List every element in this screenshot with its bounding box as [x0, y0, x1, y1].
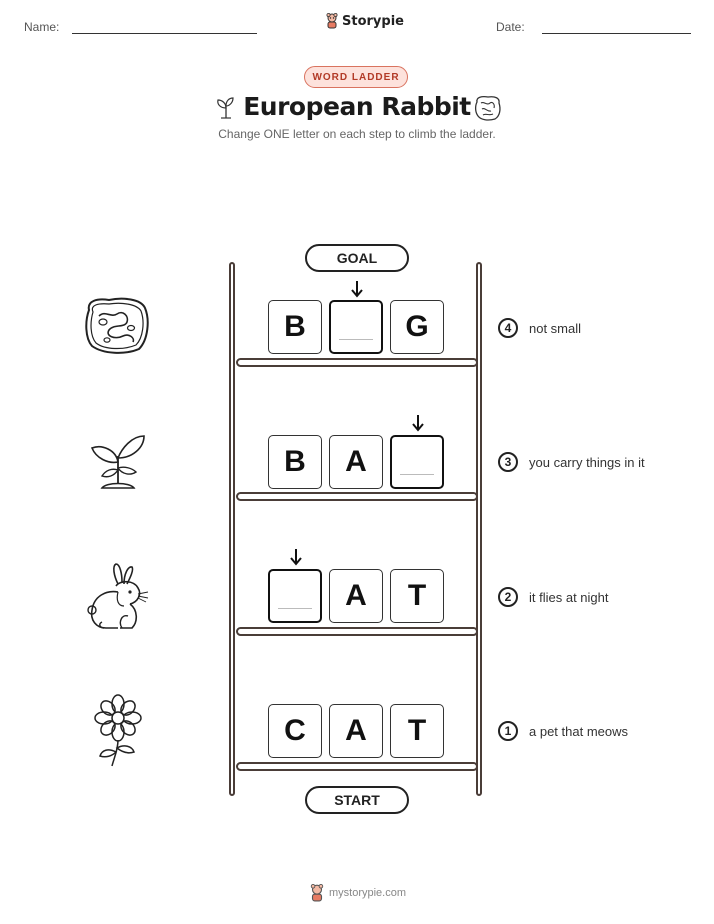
step-number: 3 — [498, 452, 518, 472]
letter-tile: B — [268, 435, 322, 489]
rabbit-icon — [87, 563, 149, 629]
brand-name: Storypie — [342, 13, 404, 29]
sprout-icon — [90, 435, 145, 489]
ladder-rung — [236, 358, 478, 367]
name-label: Name: — [24, 20, 60, 34]
word-ladder-badge: WORD LADDER — [304, 66, 408, 88]
letter-tile: G — [390, 300, 444, 354]
goal-label: GOAL — [305, 244, 409, 272]
ladder-rung — [236, 762, 478, 771]
arrow-down-icon — [412, 415, 424, 432]
step-number: 2 — [498, 587, 518, 607]
burrow-icon — [85, 297, 149, 354]
letter-tile: A — [329, 569, 383, 623]
letter-tile: A — [329, 435, 383, 489]
burrow-title-icon — [474, 96, 501, 121]
page-title: European Rabbit — [243, 92, 471, 121]
clue-text: not small — [529, 321, 582, 336]
blank-letter-tile[interactable] — [390, 435, 444, 489]
brand-logo: Storypie — [325, 13, 404, 29]
clue-text: you carry things in it — [529, 455, 645, 470]
sprout-title-icon — [217, 97, 234, 119]
step-number: 1 — [498, 721, 518, 741]
step-number: 4 — [498, 318, 518, 338]
start-label: START — [305, 786, 409, 814]
date-label: Date: — [496, 20, 525, 34]
footer: mystorypie.com — [309, 884, 406, 902]
mascot-icon — [326, 13, 338, 29]
letter-tile: A — [329, 704, 383, 758]
mascot-icon — [310, 884, 324, 902]
ladder-rung — [236, 492, 478, 501]
letter-tile: B — [268, 300, 322, 354]
instructions: Change ONE letter on each step to climb … — [218, 127, 496, 141]
blank-letter-tile[interactable] — [268, 569, 322, 623]
letter-tile: C — [268, 704, 322, 758]
letter-tile: T — [390, 704, 444, 758]
arrow-down-icon — [290, 549, 302, 566]
footer-url[interactable]: mystorypie.com — [329, 887, 407, 899]
date-line[interactable] — [542, 33, 691, 34]
name-line[interactable] — [72, 33, 257, 34]
ladder-rail-right — [476, 262, 482, 796]
clue-text: it flies at night — [529, 590, 609, 605]
ladder-rail-left — [229, 262, 235, 796]
clue-text: a pet that meows — [529, 724, 628, 739]
ladder-rung — [236, 627, 478, 636]
flower-icon — [94, 694, 142, 767]
letter-tile: T — [390, 569, 444, 623]
arrow-down-icon — [351, 281, 363, 298]
blank-letter-tile[interactable] — [329, 300, 383, 354]
